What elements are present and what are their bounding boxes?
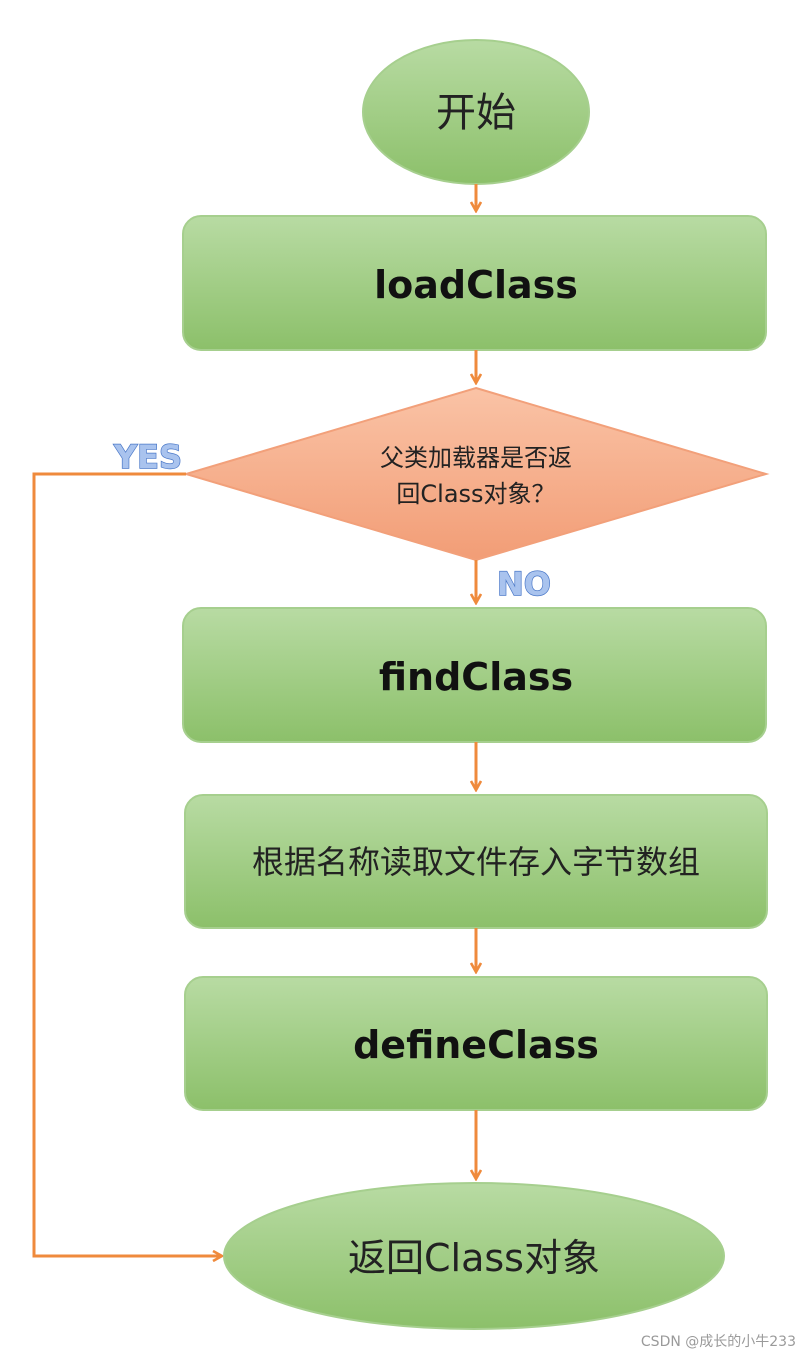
loadclass-node: loadClass <box>182 215 767 351</box>
start-label: 开始 <box>436 90 516 136</box>
start-node: 开始 <box>362 39 590 185</box>
end-label: 返回Class对象 <box>348 1236 600 1280</box>
end-node: 返回Class对象 <box>223 1182 725 1330</box>
findclass-label: findClass <box>379 655 573 699</box>
defineclass-label: defineClass <box>353 1023 599 1067</box>
defineclass-node: defineClass <box>184 976 768 1111</box>
loadclass-label: loadClass <box>374 263 578 307</box>
decision-label-line1: 父类加载器是否返 <box>380 444 572 472</box>
yes-branch-connector <box>32 472 222 1256</box>
yes-branch-label: YES <box>113 438 182 476</box>
decision-label-line2: 回Class对象？ <box>396 480 555 508</box>
read-file-label: 根据名称读取文件存入字节数组 <box>252 843 700 881</box>
read-file-node: 根据名称读取文件存入字节数组 <box>184 794 768 929</box>
findclass-node: findClass <box>182 607 767 743</box>
decision-node: 父类加载器是否返 回Class对象？ <box>182 386 770 562</box>
no-branch-label: NO <box>497 565 551 603</box>
watermark-text: CSDN @成长的小牛233 <box>641 1334 796 1350</box>
